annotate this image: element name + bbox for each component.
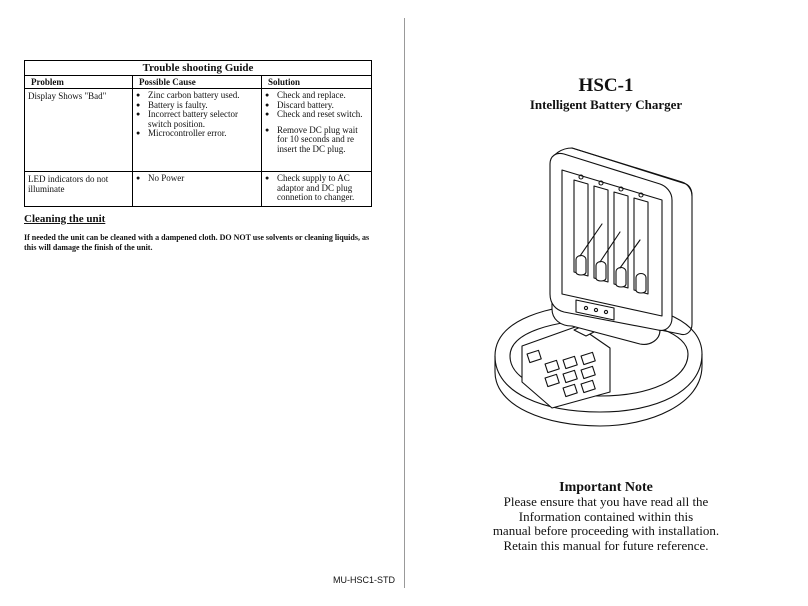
problem-cell: Display Shows "Bad": [24, 88, 133, 172]
cause-item: Microcontroller error.: [136, 128, 258, 139]
cause-cell: Zinc carbon battery used. Battery is fau…: [132, 88, 262, 172]
cause-item: Battery is faulty.: [136, 100, 258, 111]
note-line: Please ensure that you have read all the: [503, 494, 709, 509]
solution-item: Check supply to AC adaptor and DC plug c…: [265, 173, 368, 203]
model-title: HSC-1: [578, 75, 634, 96]
note-line: Information contained within this: [518, 508, 694, 524]
header-solution: Solution: [261, 75, 372, 89]
cause-cell: No Power: [132, 171, 262, 207]
note-line: Retain this manual for future reference.: [503, 537, 709, 553]
solution-item: Check and replace.: [265, 90, 368, 101]
battery-charger-illustration-icon: [494, 147, 703, 427]
cause-item: Zinc carbon battery used.: [136, 90, 258, 101]
table-title: Trouble shooting Guide: [24, 60, 372, 76]
header-problem: Problem: [24, 75, 133, 89]
cleaning-text: If needed the unit can be cleaned with a…: [24, 233, 370, 252]
solution-cell: Check supply to AC adaptor and DC plug c…: [261, 171, 372, 207]
solution-item: Discard battery.: [265, 100, 368, 111]
product-subtitle: Intelligent Battery Charger: [529, 97, 683, 112]
document-code: MU-HSC1-STD: [333, 575, 395, 585]
problem-cell: LED indicators do not illuminate: [24, 171, 133, 207]
solution-item: Remove DC plug wait for 10 seconds and r…: [265, 125, 368, 155]
important-note-text: Please ensure that you have read all the…: [404, 494, 808, 553]
solution-item: Check and reset switch.: [265, 109, 368, 120]
page-fold-divider: [404, 18, 405, 588]
solution-cell: Check and replace. Discard battery. Chec…: [261, 88, 372, 172]
cause-item: No Power: [136, 173, 258, 184]
important-note-heading: Important Note: [559, 480, 653, 495]
right-page: HSC-1 Intelligent Battery Charger: [404, 0, 808, 606]
table-row: LED indicators do not illuminate No Powe…: [24, 171, 372, 207]
cause-item: Incorrect battery selector switch positi…: [136, 109, 258, 129]
header-possible-cause: Possible Cause: [132, 75, 262, 89]
note-line: manual before proceeding with installati…: [492, 523, 720, 538]
table-row: Display Shows "Bad" Zinc carbon battery …: [24, 88, 372, 172]
left-page: Trouble shooting Guide Problem Possible …: [0, 0, 404, 606]
cleaning-heading: Cleaning the unit: [24, 213, 106, 225]
troubleshooting-table: Trouble shooting Guide Problem Possible …: [24, 60, 372, 207]
